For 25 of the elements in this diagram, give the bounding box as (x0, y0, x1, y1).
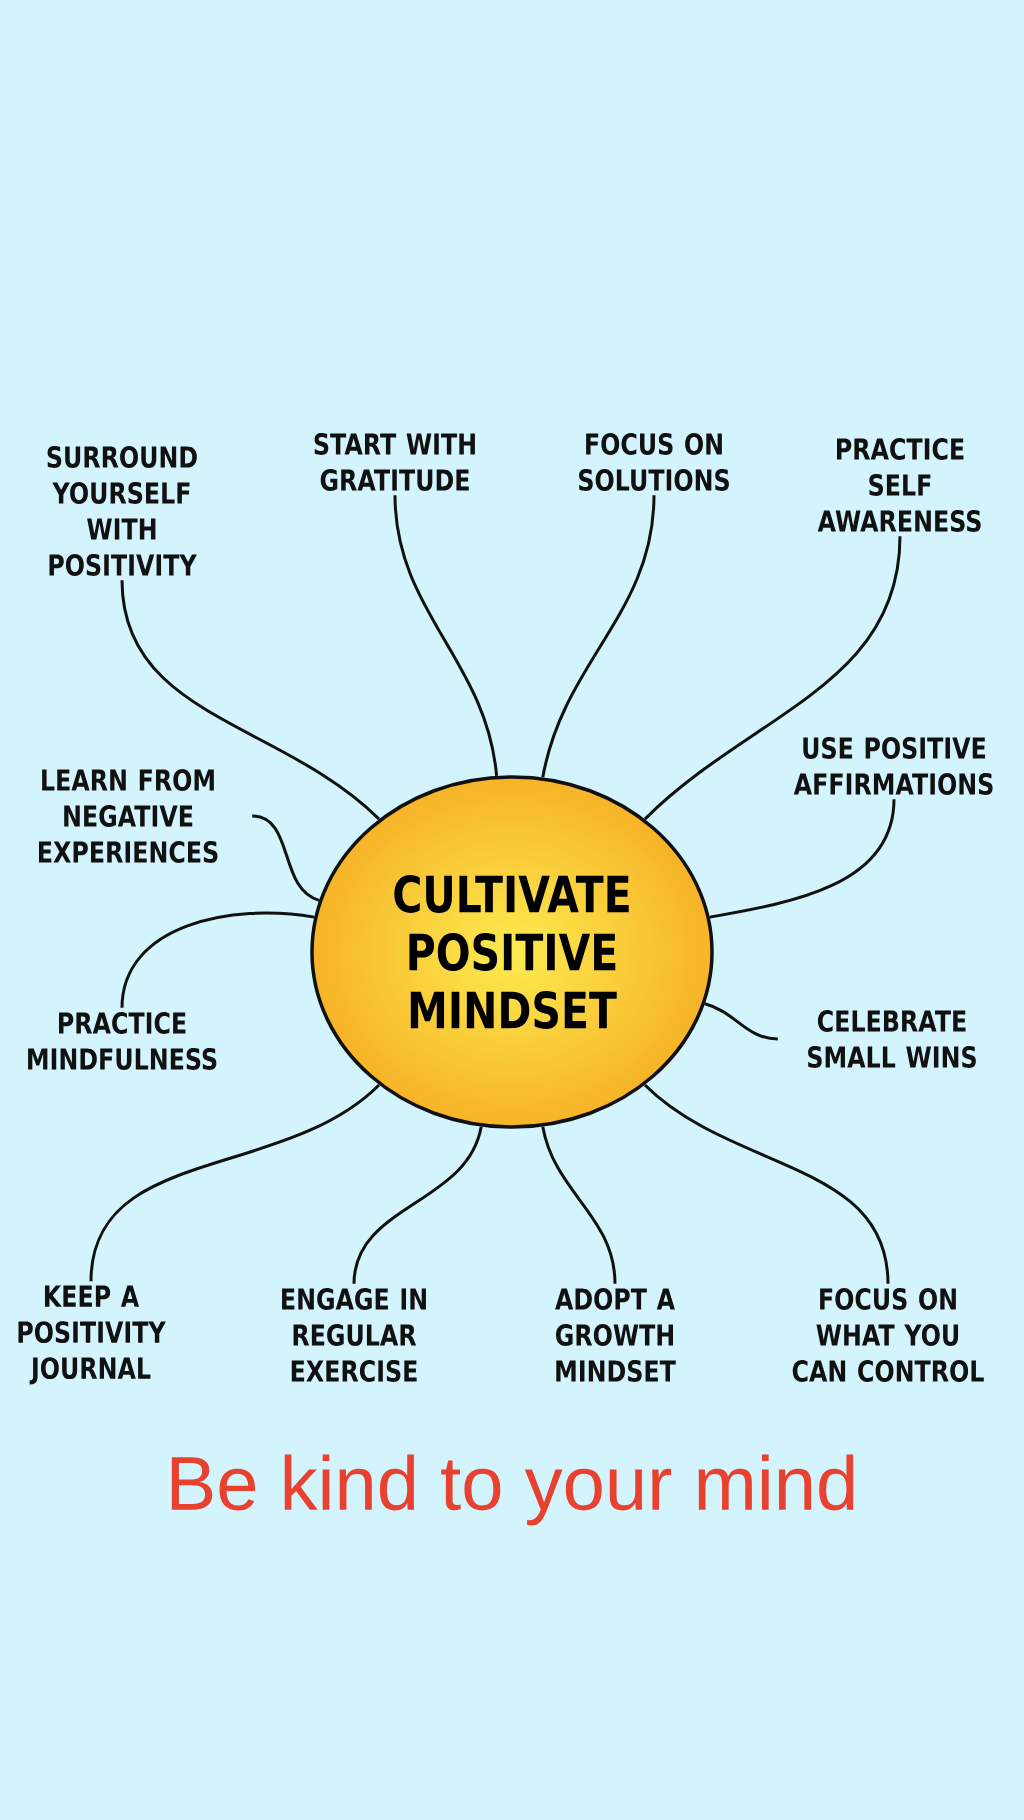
branch-line (251, 814, 320, 902)
branch-label: START WITH GRATITUDE (314, 433, 475, 491)
caption: Be kind to your mind (171, 1454, 854, 1526)
branch-label: ADOPT A GROWTH MINDSET (555, 1288, 676, 1382)
branch-label: USE POSITIVE AFFIRMATIONS (793, 737, 993, 795)
branch-line (709, 799, 896, 919)
branch-line (352, 1126, 483, 1285)
branch-line (541, 495, 656, 778)
branch-line (704, 1002, 778, 1041)
branch-label: FOCUS ON WHAT YOU CAN CONTROL (792, 1288, 984, 1382)
branch-label: FOCUS ON SOLUTIONS (579, 433, 729, 491)
branch-line (643, 1083, 890, 1284)
branch-label: PRACTICE SELF AWARENESS (817, 438, 981, 532)
branch-line (120, 911, 315, 1009)
branch-line (120, 580, 381, 821)
branch-line (541, 1126, 617, 1284)
branch-label: SURROUND YOURSELF WITH POSITIVITY (47, 446, 197, 576)
branch-line (643, 536, 902, 821)
branch-label: PRACTICE MINDFULNESS (28, 1012, 217, 1070)
branch-label: KEEP A POSITIVITY JOURNAL (18, 1285, 166, 1385)
branch-line (393, 495, 499, 776)
branch-line (89, 1083, 380, 1282)
branch-label: LEARN FROM NEGATIVE EXPERIENCES (39, 769, 218, 863)
branch-label: ENGAGE IN REGULAR EXERCISE (282, 1288, 426, 1382)
branch-label: CELEBRATE SMALL WINS (808, 1010, 976, 1068)
